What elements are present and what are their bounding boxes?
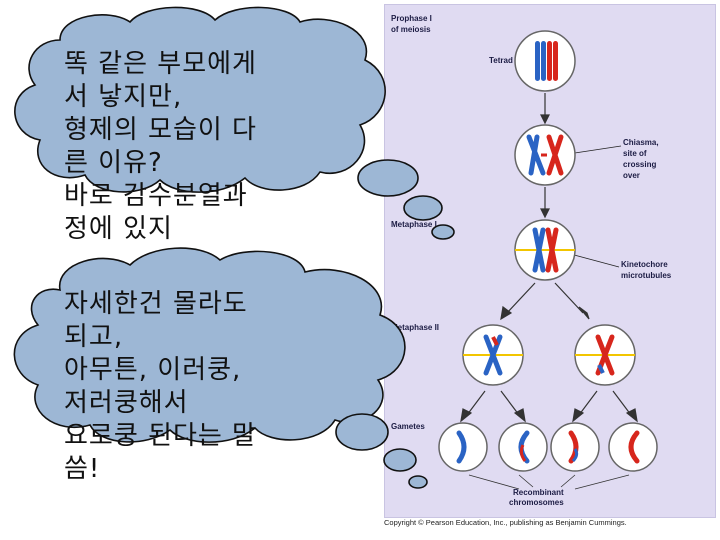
text-line: 바로 감수분열과 — [64, 181, 248, 212]
text-line: 저러쿵해서 — [64, 388, 189, 419]
callout-kinetochore: Kinetochore — [621, 260, 668, 269]
cell-metaphase2-left — [462, 324, 524, 386]
gamete-2 — [498, 422, 548, 472]
cell-metaphase1 — [514, 219, 576, 281]
callout-recombinant: Recombinant — [513, 488, 564, 497]
cloud-body-text: 자세한건 몰라도 되고, 아무튼, 이러쿵, 저러쿵해서 요로쿵 된다는 말 씀… — [64, 288, 364, 486]
cell-tetrad — [514, 30, 576, 92]
stage-label-metaphase2: Metaphase II — [391, 323, 439, 332]
callout-recombinant-line: chromosomes — [509, 498, 564, 507]
cell-chiasma — [514, 124, 576, 186]
callout-tetrad: Tetrad — [489, 56, 513, 65]
stage-label-prophase: Prophase I — [391, 14, 432, 23]
callout-chiasma: Chiasma, — [623, 138, 659, 147]
text-line: 른 이유? — [64, 148, 163, 179]
callout-chiasma-line: over — [623, 171, 640, 180]
cell-metaphase2-right — [574, 324, 636, 386]
stage-label-gametes: Gametes — [391, 422, 425, 431]
text-line: 형제의 모습이 다 — [64, 115, 257, 146]
gamete-4 — [608, 422, 658, 472]
stage-label-prophase-sub: of meiosis — [391, 25, 431, 34]
gamete-1 — [438, 422, 488, 472]
text-line: 아무튼, 이러쿵, — [64, 355, 242, 386]
text-line: 되고, — [64, 322, 124, 353]
callout-kinetochore-line: microtubules — [621, 271, 672, 280]
text-line: 서 낳지만, — [64, 82, 183, 113]
figure-copyright: Copyright © Pearson Education, Inc., pub… — [384, 518, 627, 527]
callout-chiasma-line: site of — [623, 149, 647, 158]
stage-label-metaphase1: Metaphase I — [391, 220, 437, 229]
meiosis-diagram: Prophase I of meiosis Metaphase I Metaph… — [391, 14, 672, 507]
text-line: 정에 있지 — [64, 214, 173, 245]
meiosis-figure: Prophase I of meiosis Metaphase I Metaph… — [384, 4, 716, 518]
text-line: 씀! — [64, 454, 101, 485]
gamete-3 — [550, 422, 600, 472]
text-line: 똑 같은 부모에게 — [64, 49, 257, 79]
text-line: 요로쿵 된다는 말 — [64, 421, 257, 452]
text-line: 자세한건 몰라도 — [64, 289, 248, 319]
callout-chiasma-line: crossing — [623, 160, 656, 169]
slide-body-text: 똑 같은 부모에게 서 낳지만, 형제의 모습이 다 른 이유? 바로 감수분열… — [64, 48, 364, 246]
